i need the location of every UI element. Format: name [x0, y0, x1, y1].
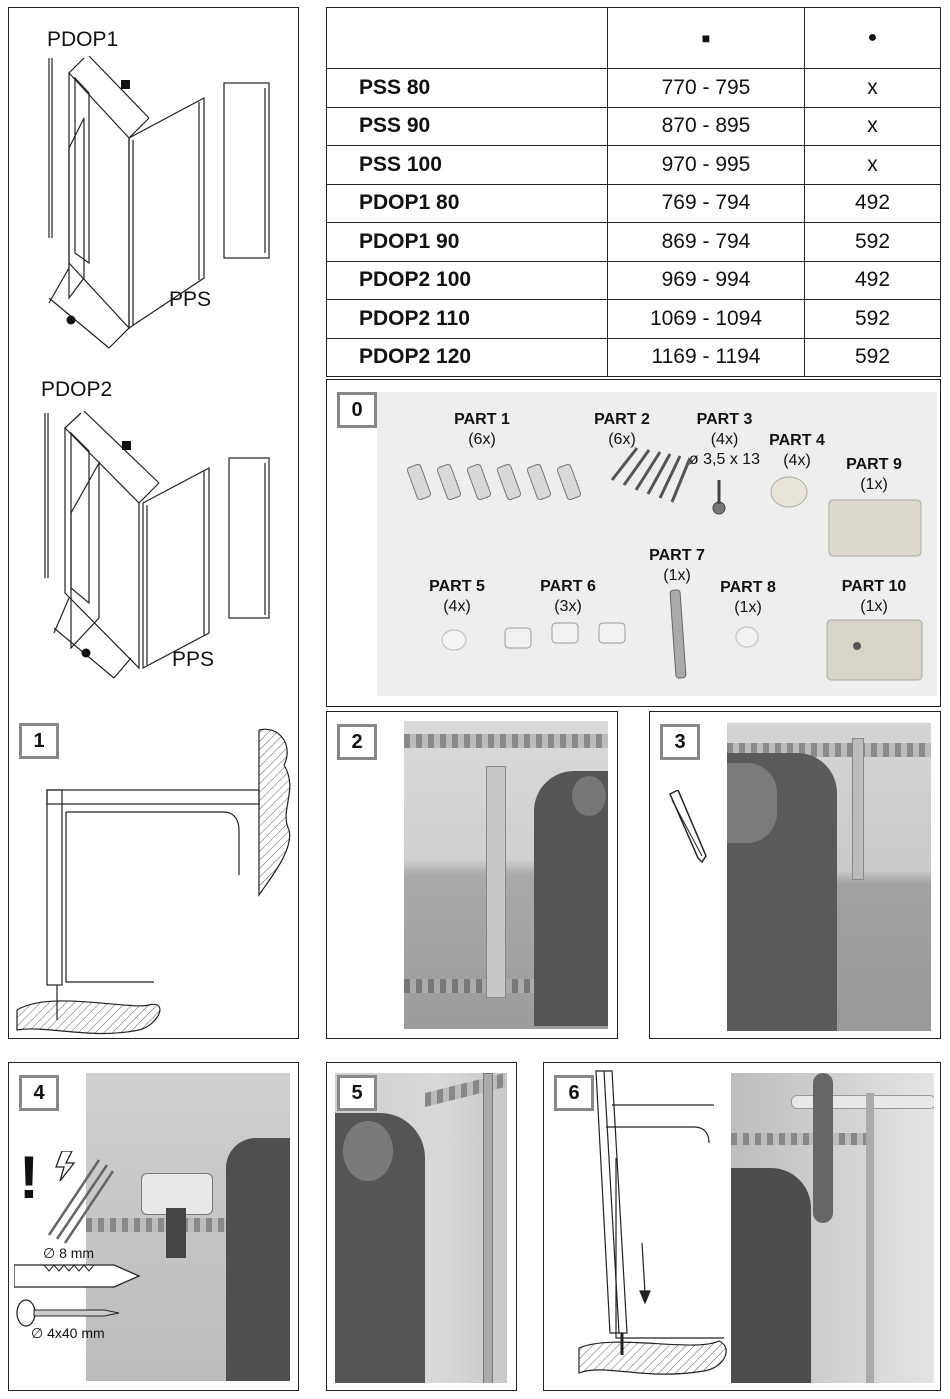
step-6-badge: 6	[554, 1075, 594, 1111]
step-3-badge: 3	[660, 724, 700, 760]
pencil-icon	[669, 790, 707, 864]
part-3-label: PART 3(4x)ø 3,5 x 13	[688, 411, 761, 468]
part-7-label: PART 7(1x)	[649, 547, 705, 584]
step-2-badge: 2	[337, 724, 377, 760]
step-4-badge: 4	[19, 1075, 59, 1111]
part-1-label: PART 1(6x)	[454, 411, 510, 448]
pps-label-2: PPS	[172, 648, 215, 671]
small-screw-icon	[712, 480, 726, 515]
step-4-panel: 4 ! ∅ 8 mm ∅ 4x40 mm	[8, 1062, 299, 1391]
wall-block-icon	[828, 499, 922, 557]
screw-icon	[610, 447, 692, 503]
parts-panel: 0 PART 1(6x) PART 2(6x) PART 3(4x)ø 3,5 …	[326, 379, 941, 707]
part-10-label: PART 10(1x)	[841, 578, 907, 615]
step-5-panel: 5	[326, 1062, 517, 1391]
screw-icon	[16, 1299, 120, 1327]
dowel-size-label: ∅ 8 mm	[43, 1245, 95, 1261]
ring-icon	[735, 626, 759, 648]
parts-illustrations	[406, 447, 923, 681]
pdop2-label: PDOP2	[41, 378, 113, 401]
bracket-block-icon	[826, 619, 923, 681]
table-header-circle: ●	[804, 7, 941, 69]
table-header-model	[326, 7, 608, 69]
pdop1-diagram	[48, 55, 270, 349]
step-3-panel: 3	[649, 711, 941, 1039]
warning-exclamation: !	[19, 1144, 39, 1211]
step-1-diagram	[16, 728, 291, 1035]
lightning-icon	[55, 1151, 76, 1181]
pdop1-label: PDOP1	[47, 28, 119, 51]
step-6-diagram	[578, 1070, 727, 1375]
part-2-label: PART 2(6x)	[594, 411, 650, 448]
step-0-badge: 0	[337, 392, 377, 428]
screw-size-label: ∅ 4x40 mm	[31, 1325, 105, 1341]
step-5-badge: 5	[337, 1075, 377, 1111]
step-4-photo	[86, 1073, 290, 1381]
step-2-photo	[404, 721, 608, 1029]
washer-icon	[441, 629, 467, 651]
step-6-photo	[731, 1073, 934, 1383]
table-header-square: ■	[607, 7, 805, 69]
part-5-label: PART 5(4x)	[429, 578, 485, 615]
dowel-icon	[406, 463, 582, 501]
step-3-photo	[727, 723, 931, 1031]
enclosure-diagrams-panel: PDOP1 PPS PDOP2 PPS	[8, 7, 299, 1039]
pdop2-diagram	[44, 410, 270, 679]
part-9-label: PART 9(1x)	[846, 456, 902, 493]
part-6-label: PART 6(3x)	[540, 578, 596, 615]
drill-bit-icon	[47, 1159, 115, 1244]
step-2-panel: 2	[326, 711, 618, 1039]
cap-icon	[770, 476, 808, 508]
step-6-panel: 6	[543, 1062, 941, 1391]
part-8-label: PART 8(1x)	[720, 579, 776, 616]
bushing-icon	[504, 622, 626, 649]
part-4-label: PART 4(4x)	[769, 432, 825, 469]
bolt-icon	[669, 589, 687, 679]
step-5-photo	[335, 1073, 507, 1383]
dowel-icon	[14, 1264, 141, 1288]
step-1-badge: 1	[19, 723, 59, 759]
